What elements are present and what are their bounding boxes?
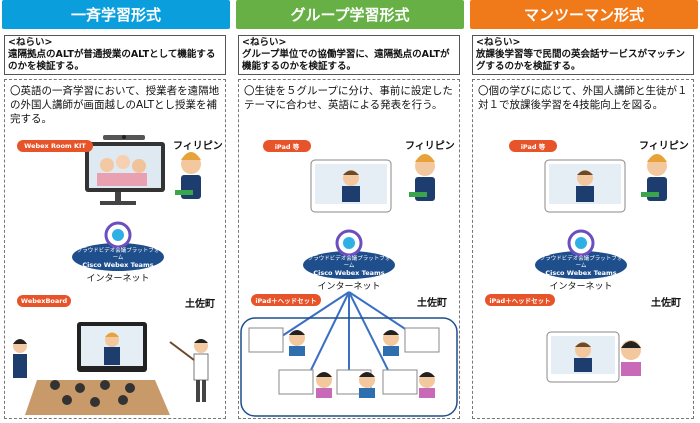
device-tag: Webex Room KIT [17, 140, 93, 152]
aim-box: <ねらい> グループ単位での協働学習に、遠隔拠点のALTが機能するのかを検証する… [238, 35, 460, 75]
platform-ellipse [303, 251, 395, 279]
aim-title: <ねらい> [8, 37, 53, 48]
column-group: グループ学習形式 <ねらい> グループ単位での協働学習に、遠隔拠点のALTが機能… [236, 0, 464, 423]
device-tag: WebexBoard [17, 295, 71, 307]
location-label: フィリピン [173, 141, 223, 152]
device-tag: iPad 等 [509, 140, 557, 152]
groups-box [240, 317, 458, 417]
internet-label: インターネット [317, 282, 381, 292]
connection-line [310, 291, 350, 371]
location-label: 土佐町 [417, 298, 447, 309]
aim-box: <ねらい> 遠隔拠点のALTが普通授業のALTとして機能するのかを検証する。 [4, 35, 226, 75]
platform-ellipse [72, 243, 164, 271]
platform-ellipse [535, 251, 627, 279]
column-whole-class: 一斉学習形式 <ねらい> 遠隔拠点のALTが普通授業のALTとして機能するのかを… [2, 0, 230, 423]
content-panel: 〇個の学びに応じて、外国人講師と生徒が１対１で放課後学習を4技能向上を図る。 i… [472, 79, 694, 419]
column-one-on-one: マンツーマン形式 <ねらい> 放課後学習等で民間の英会話サービスがマッチングする… [470, 0, 698, 423]
internet-label: インターネット [86, 274, 150, 284]
device-tag: iPad 等 [263, 140, 311, 152]
description: 〇英語の一斉学習において、授業者を遠隔地の外国人講師が画面越しのALTとし授業を… [10, 85, 220, 125]
location-label: 土佐町 [185, 299, 215, 310]
location-label: フィリピン [639, 141, 689, 152]
aim-title: <ねらい> [476, 37, 521, 48]
column-header: グループ学習形式 [236, 0, 464, 29]
content-panel: 〇英語の一斉学習において、授業者を遠隔地の外国人講師が画面越しのALTとし授業を… [4, 79, 226, 419]
column-header: 一斉学習形式 [2, 0, 230, 29]
platform-label: クラウドビデオ会議プラットフォーム Cisco Webex Teams [76, 248, 160, 269]
device-tag: iPad＋ヘッドセット [251, 294, 321, 306]
aim-text: 遠隔拠点のALTが普通授業のALTとして機能するのかを検証する。 [8, 49, 216, 72]
content-panel: 〇生徒を５グループに分け、事前に設定したテーマに合わせ、英語による発表を行う。 [238, 79, 460, 419]
aim-box: <ねらい> 放課後学習等で民間の英会話サービスがマッチングするのかを検証する。 [472, 35, 694, 75]
aim-text: グループ単位での協働学習に、遠隔拠点のALTが機能するのかを検証する。 [242, 49, 450, 72]
ipad-icon [248, 327, 284, 353]
diagram-graphics [13, 135, 209, 415]
aim-title: <ねらい> [242, 37, 287, 48]
internet-label: インターネット [549, 282, 613, 292]
aim-text: 放課後学習等で民間の英会話サービスがマッチングするのかを検証する。 [476, 49, 686, 72]
classroom-desks-icon [25, 380, 170, 415]
description: 〇個の学びに応じて、外国人講師と生徒が１対１で放課後学習を4技能向上を図る。 [478, 85, 688, 111]
connection-line [348, 291, 390, 373]
platform-label: クラウドビデオ会議プラットフォーム Cisco Webex Teams [307, 256, 391, 277]
ipad-icon [278, 369, 314, 395]
ipad-icon [382, 369, 418, 395]
connection-line [278, 291, 350, 339]
location-label: フィリピン [405, 141, 455, 152]
ipad-icon [404, 327, 440, 353]
device-tag: iPad＋ヘッドセット [485, 294, 555, 306]
diagram-graphics [240, 154, 458, 417]
column-header: マンツーマン形式 [470, 0, 698, 29]
platform-label: クラウドビデオ会議プラットフォーム Cisco Webex Teams [539, 256, 623, 277]
location-label: 土佐町 [651, 298, 681, 309]
diagram-graphics [535, 154, 667, 383]
description: 〇生徒を５グループに分け、事前に設定したテーマに合わせ、英語による発表を行う。 [244, 85, 453, 111]
